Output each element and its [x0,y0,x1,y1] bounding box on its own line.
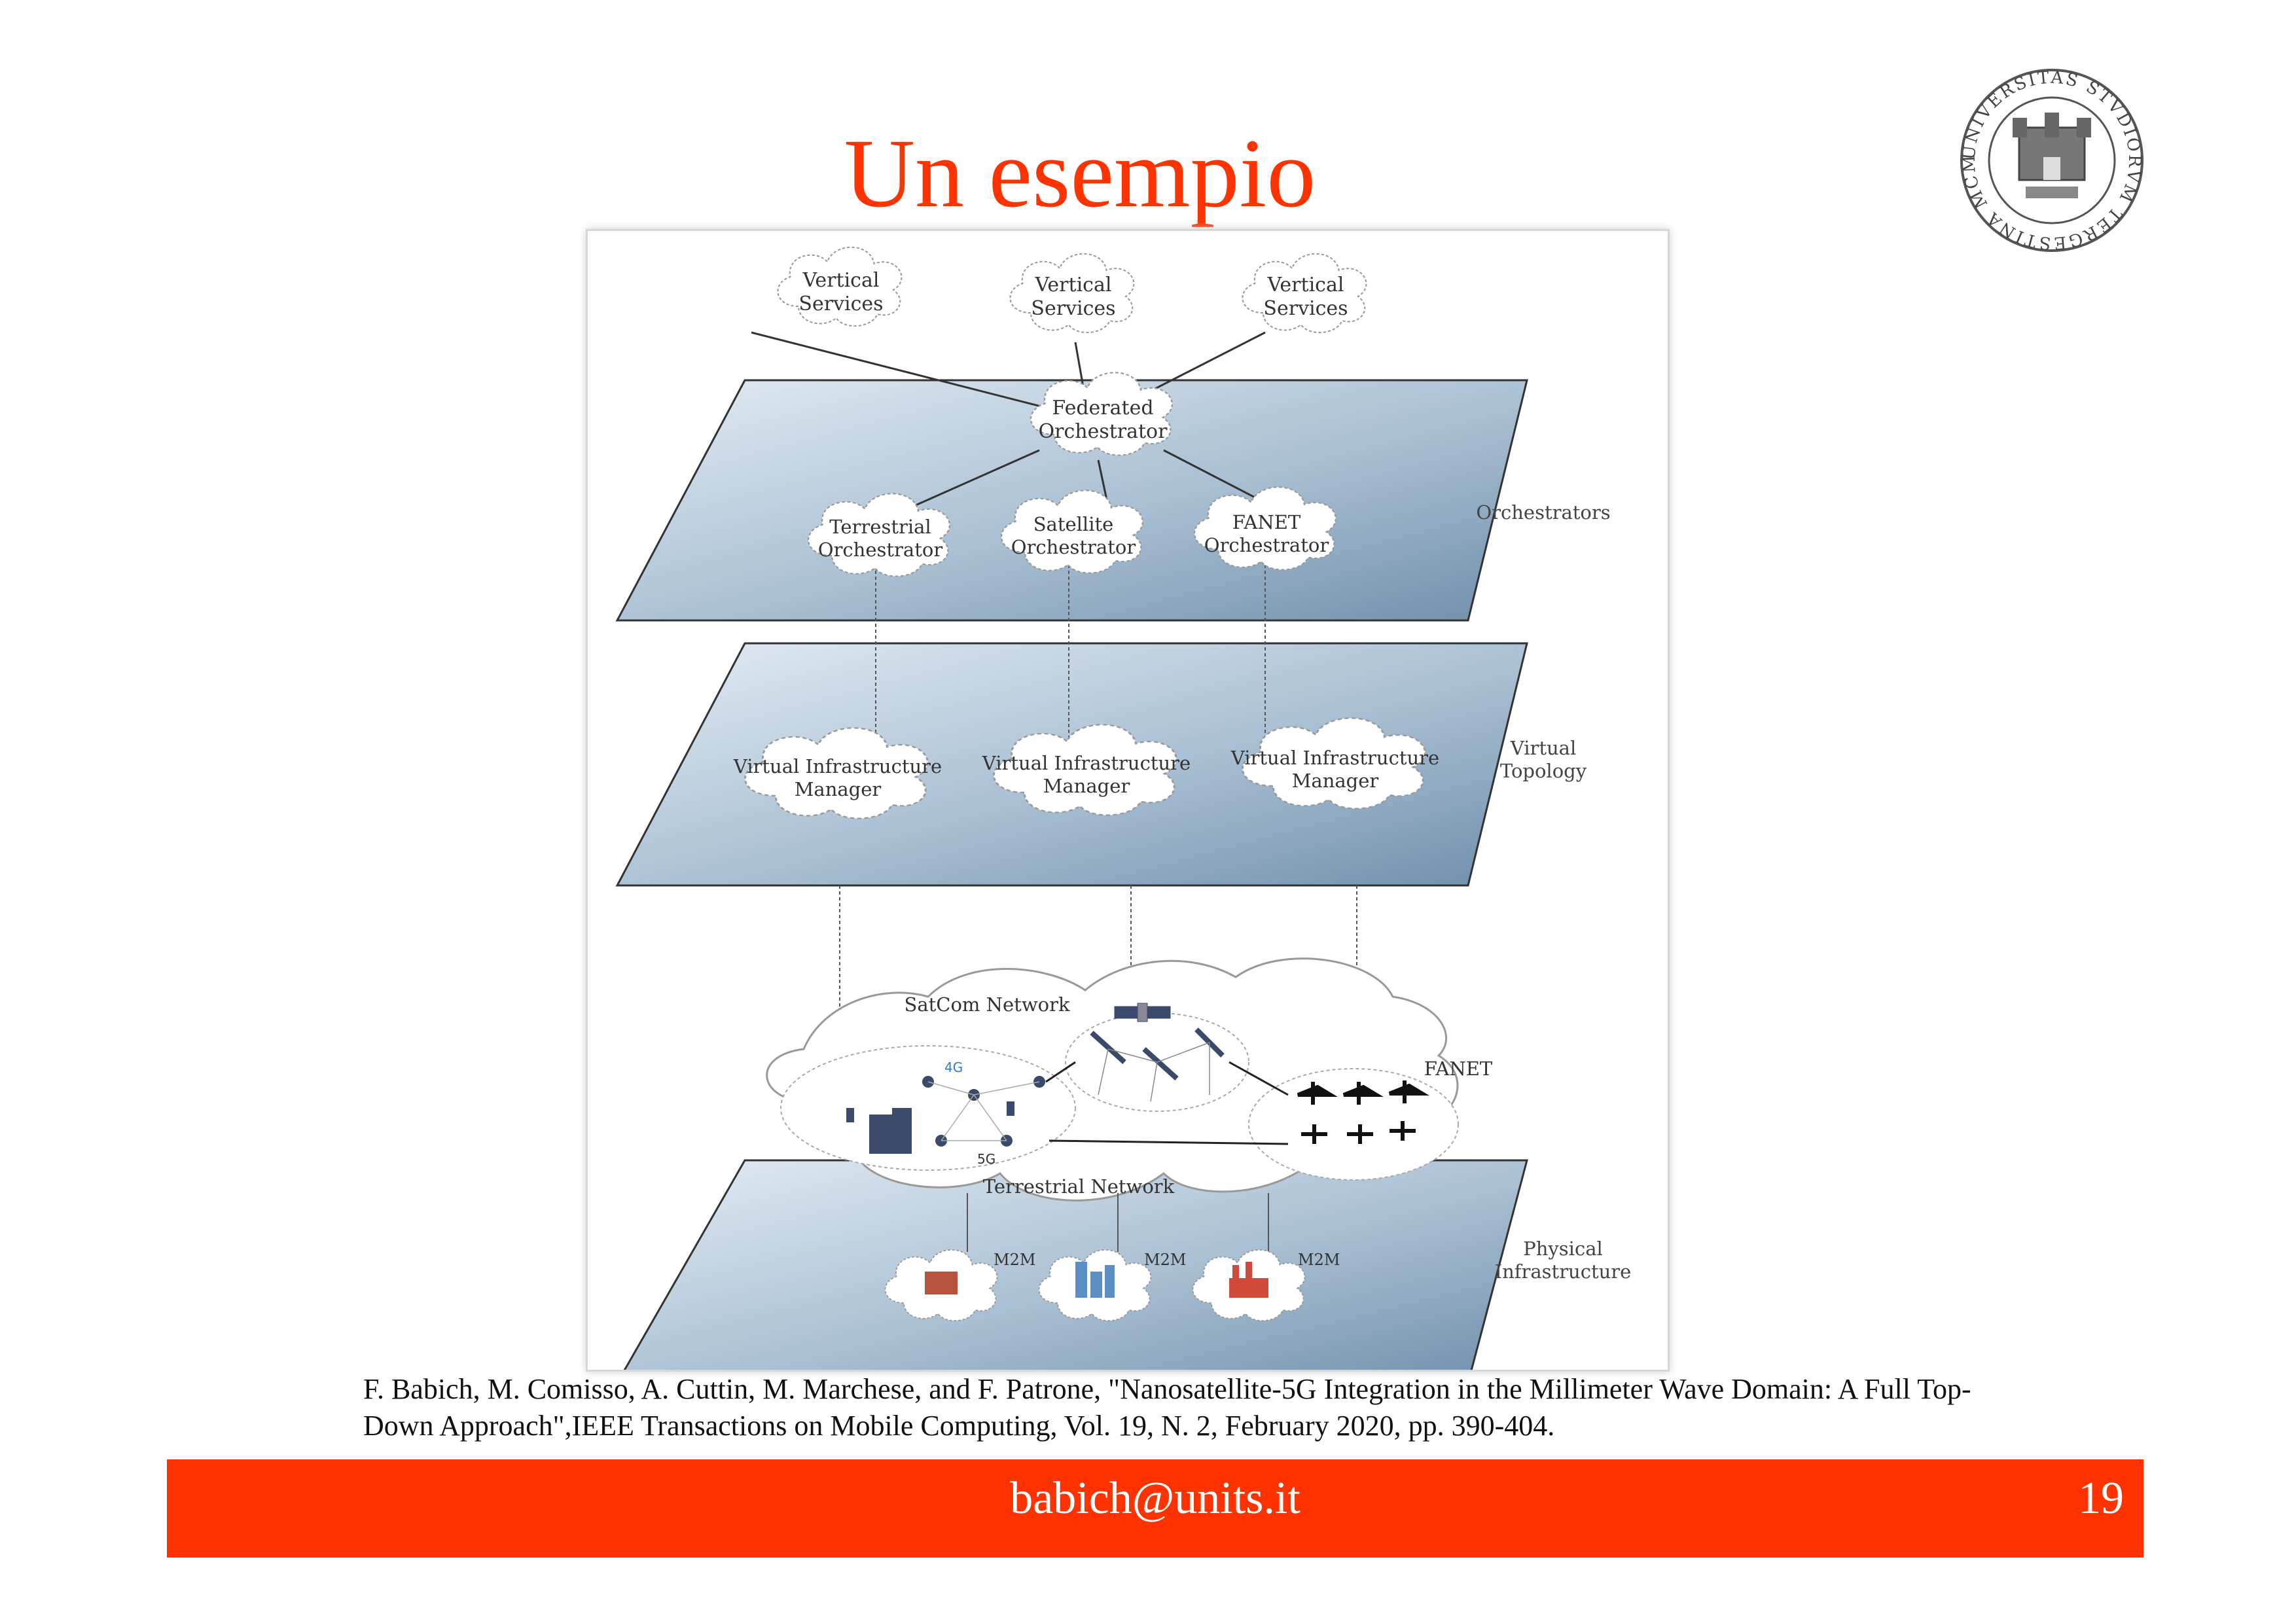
citation-line-1: F. Babich, M. Comisso, A. Cuttin, M. Mar… [363,1373,1971,1405]
m2m-label-1: M2M [994,1251,1035,1269]
smart-city-icon [1075,1262,1115,1298]
badge-5g: 5G [977,1151,996,1167]
citation-line-2: Down Approach",IEEE Transactions on Mobi… [363,1410,1555,1442]
drone-icons [1297,1080,1429,1144]
smart-industry-icon [1229,1262,1268,1298]
university-seal-icon: UNIVERSITAS STVDIORVM TERGESTINA MCMXXIV [1957,65,2144,253]
m2m-label-3: M2M [1298,1251,1340,1269]
smart-farm-icon [925,1272,958,1294]
m2m-label-2: M2M [1144,1251,1186,1269]
badge-4g: 4G [944,1060,963,1075]
terrestrial-devices [846,1076,1045,1154]
satellite-icon [1090,1003,1225,1080]
citation: F. Babich, M. Comisso, A. Cuttin, M. Mar… [363,1371,2065,1445]
slide-title: Un esempio [844,119,1316,228]
page-number: 19 [2078,1473,2124,1524]
footer-bar: babich@units.it 19 [167,1459,2144,1558]
orchestrators-layer-label: Orchestrators [1476,501,1610,524]
satcom-network-label: SatCom Network [904,993,1070,1016]
terrestrial-network-label: Terrestrial Network [983,1175,1175,1198]
footer-email: babich@units.it [1010,1473,1300,1524]
fanet-label: FANET [1424,1058,1493,1080]
